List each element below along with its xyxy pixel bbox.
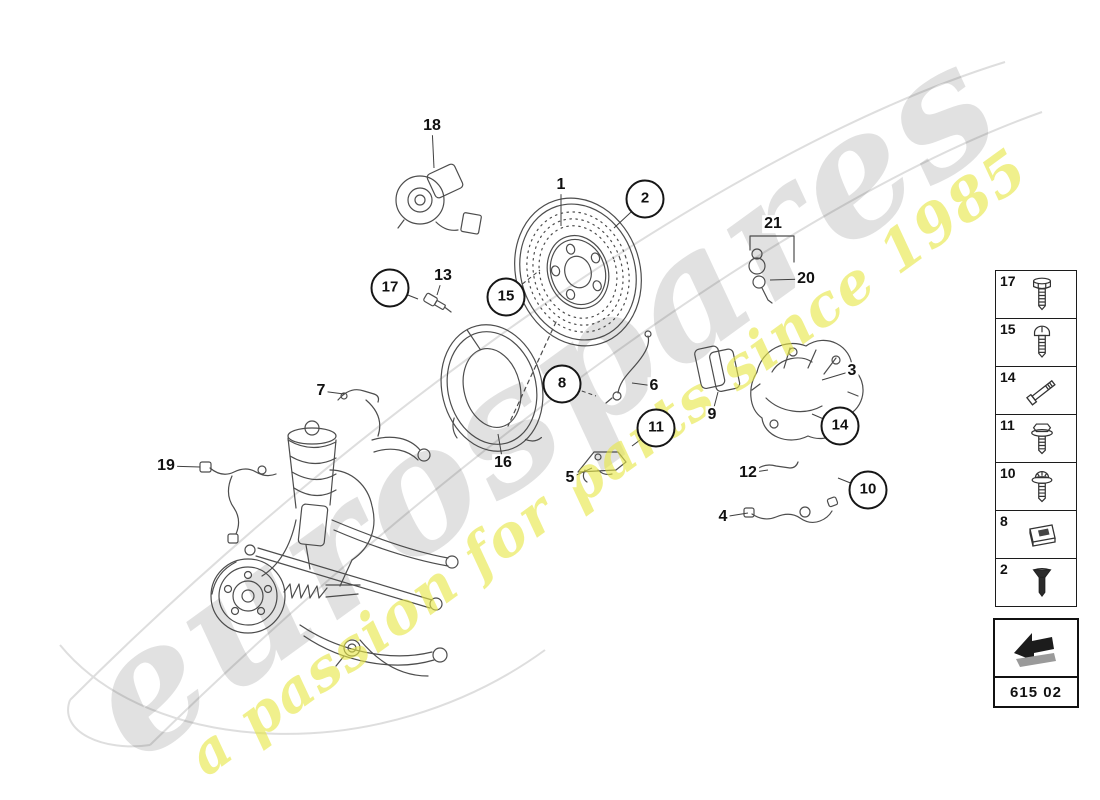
fastener-legend-sidebar: 17 15 14 11 10 8 2	[995, 270, 1077, 607]
sidebar-part-14[interactable]: 14	[995, 367, 1077, 415]
part-number: 2	[1000, 561, 1008, 577]
diagram-code-box[interactable]: 615 02	[993, 618, 1079, 708]
callout-4[interactable]: 4	[716, 508, 730, 526]
callout-2[interactable]: 2	[625, 179, 665, 219]
callout-11[interactable]: 11	[636, 408, 676, 448]
callout-21[interactable]: 21	[762, 215, 784, 233]
callout-1[interactable]: 1	[554, 176, 568, 194]
fastener-legend-items: 17 15 14 11 10 8 2	[995, 270, 1077, 607]
callout-12[interactable]: 12	[737, 464, 759, 482]
countersunk-screw-icon	[1028, 563, 1056, 603]
brake-hose-art	[605, 330, 652, 404]
brake-pads-art	[694, 345, 741, 392]
speed-sensor-art	[423, 292, 452, 313]
sidebar-part-8[interactable]: 8	[995, 511, 1077, 559]
part-number: 14	[1000, 369, 1016, 385]
splash-shield-art	[440, 324, 544, 452]
sidebar-part-11[interactable]: 11	[995, 415, 1077, 463]
direction-arrow-box	[993, 618, 1079, 678]
direction-arrow-icon	[1014, 633, 1056, 667]
callout-10[interactable]: 10	[848, 470, 888, 510]
callout-18[interactable]: 18	[421, 117, 443, 135]
flange-bolt-icon	[1028, 419, 1056, 459]
part-number: 17	[1000, 273, 1016, 289]
callout-5[interactable]: 5	[563, 469, 577, 487]
callout-16[interactable]: 16	[492, 454, 514, 472]
callout-20[interactable]: 20	[795, 270, 817, 288]
callout-6[interactable]: 6	[647, 377, 661, 395]
harness-right-art	[743, 496, 839, 524]
pan-screw-icon	[1028, 323, 1056, 363]
watermark-swoosh-icon	[59, 61, 1043, 748]
sidebar-part-10[interactable]: 10	[995, 463, 1077, 511]
clip-nut-icon	[1025, 518, 1059, 552]
sidebar-part-17[interactable]: 17	[995, 270, 1077, 319]
sidebar-part-2[interactable]: 2	[995, 559, 1077, 607]
part-number: 10	[1000, 465, 1016, 481]
callout-8[interactable]: 8	[542, 364, 582, 404]
callout-13[interactable]: 13	[432, 267, 454, 285]
callout-7[interactable]: 7	[314, 382, 328, 400]
callout-15[interactable]: 15	[486, 277, 526, 317]
part-number: 11	[1000, 417, 1015, 433]
part-number: 15	[1000, 321, 1016, 337]
spring-clip-left-art	[337, 389, 381, 437]
sidebar-part-15[interactable]: 15	[995, 319, 1077, 367]
bleeder-valve-art	[748, 235, 795, 304]
callout-17[interactable]: 17	[370, 268, 410, 308]
hex-bolt-icon	[1028, 275, 1056, 315]
callout-19[interactable]: 19	[155, 457, 177, 475]
diagram-code: 615 02	[993, 678, 1079, 708]
long-bolt-icon	[1025, 371, 1059, 411]
callout-3[interactable]: 3	[845, 362, 859, 380]
callout-14[interactable]: 14	[820, 406, 860, 446]
actuator-art	[395, 163, 482, 235]
flange-screw-icon	[1028, 467, 1056, 507]
part-number: 8	[1000, 513, 1008, 529]
suspension-assembly-art	[210, 420, 459, 677]
brake-caliper-art	[750, 339, 864, 441]
callout-9[interactable]: 9	[705, 406, 719, 424]
